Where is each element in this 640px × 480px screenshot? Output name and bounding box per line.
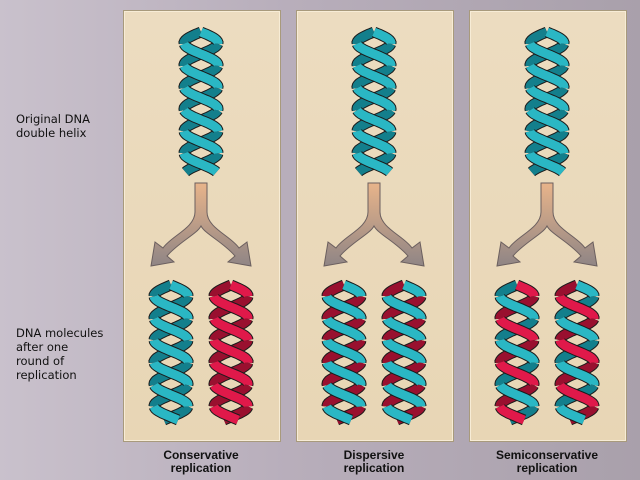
helix-strand (229, 280, 253, 298)
helix-strand (382, 338, 426, 364)
daughter-helix-right-dispersive (381, 279, 427, 426)
helix-strand (383, 382, 426, 407)
helix-strand (149, 280, 173, 298)
helix-strand (525, 129, 569, 155)
helix-strand (495, 294, 539, 320)
helix-strand (180, 85, 223, 111)
helix-strand (556, 382, 599, 407)
helix-strand (179, 27, 203, 45)
helix-strand (352, 151, 393, 176)
helix-strand (495, 280, 519, 298)
helix-strand (353, 41, 396, 67)
helix-strand (496, 316, 539, 342)
helix-strand (352, 129, 396, 155)
helix-strand (209, 294, 253, 320)
helix-strand (149, 294, 193, 320)
helix-strand (150, 382, 193, 408)
helix-strand (382, 294, 426, 320)
original-helix-dispersive (351, 26, 397, 177)
branching-arrow (150, 182, 252, 267)
helix-strand (526, 41, 569, 67)
helix-strand (495, 404, 526, 425)
helix-strand (180, 107, 223, 133)
helix-strand (556, 316, 599, 342)
label-original-dna: Original DNA double helix (16, 112, 90, 140)
helix-strand (169, 280, 193, 298)
branching-arrow (323, 182, 425, 267)
branching-arrow (496, 182, 598, 267)
helix-strand (179, 151, 220, 176)
arrow-conservative (150, 182, 252, 267)
helix-strand (342, 280, 366, 298)
helix-strand (180, 63, 223, 89)
helix-strand (555, 338, 599, 364)
daughter-helix-left-semiconservative (494, 279, 540, 426)
helix-strand (210, 382, 253, 408)
helix-strand (323, 316, 366, 342)
helix-strand (322, 294, 366, 320)
helix-strand (209, 360, 253, 386)
arrow-semiconservative (496, 182, 598, 267)
helix-strand (149, 338, 193, 364)
helix-strand (353, 107, 396, 133)
helix-strand (382, 360, 426, 386)
helix-strand (515, 280, 539, 298)
daughter-helix-left-dispersive (321, 279, 367, 426)
helix-strand (179, 129, 223, 155)
helix-strand (322, 360, 366, 386)
helix-strand (555, 404, 586, 425)
helix-strand (555, 360, 599, 386)
helix-strand (555, 294, 599, 320)
helix-strand (525, 151, 566, 176)
helix-strand (149, 360, 193, 386)
helix-strand (383, 316, 426, 342)
helix-strand (180, 41, 223, 67)
helix-strand (526, 85, 569, 111)
original-helix-conservative (178, 26, 224, 177)
helix-strand (372, 27, 396, 45)
helix-strand (209, 404, 240, 425)
helix-strand (495, 338, 539, 364)
helix-strand (150, 316, 193, 342)
helix-strand (495, 360, 539, 386)
daughter-helix-left-conservative (148, 279, 194, 426)
helix-strand (323, 382, 366, 407)
daughter-helix-right-conservative (208, 279, 254, 426)
label-after-replication: DNA molecules after one round of replica… (16, 326, 104, 382)
helix-strand (322, 404, 353, 425)
helix-strand (526, 107, 569, 133)
helix-strand (496, 382, 539, 407)
helix-strand (382, 280, 406, 298)
helix-strand (352, 27, 376, 45)
helix-strand (322, 280, 346, 298)
helix-strand (402, 280, 426, 298)
helix-strand (353, 85, 396, 111)
arrow-dispersive (323, 182, 425, 267)
helix-strand (149, 404, 180, 425)
helix-strand (210, 316, 253, 342)
helix-strand (199, 27, 223, 45)
helix-strand (209, 338, 253, 364)
helix-strand (353, 63, 396, 89)
helix-strand (526, 63, 569, 89)
helix-strand (525, 27, 549, 45)
helix-strand (382, 404, 413, 425)
original-helix-semiconservative (524, 26, 570, 177)
helix-strand (575, 280, 599, 298)
daughter-helix-right-semiconservative (554, 279, 600, 426)
helix-strand (322, 338, 366, 364)
helix-strand (545, 27, 569, 45)
helix-strand (209, 280, 233, 298)
helix-strand (555, 280, 579, 298)
